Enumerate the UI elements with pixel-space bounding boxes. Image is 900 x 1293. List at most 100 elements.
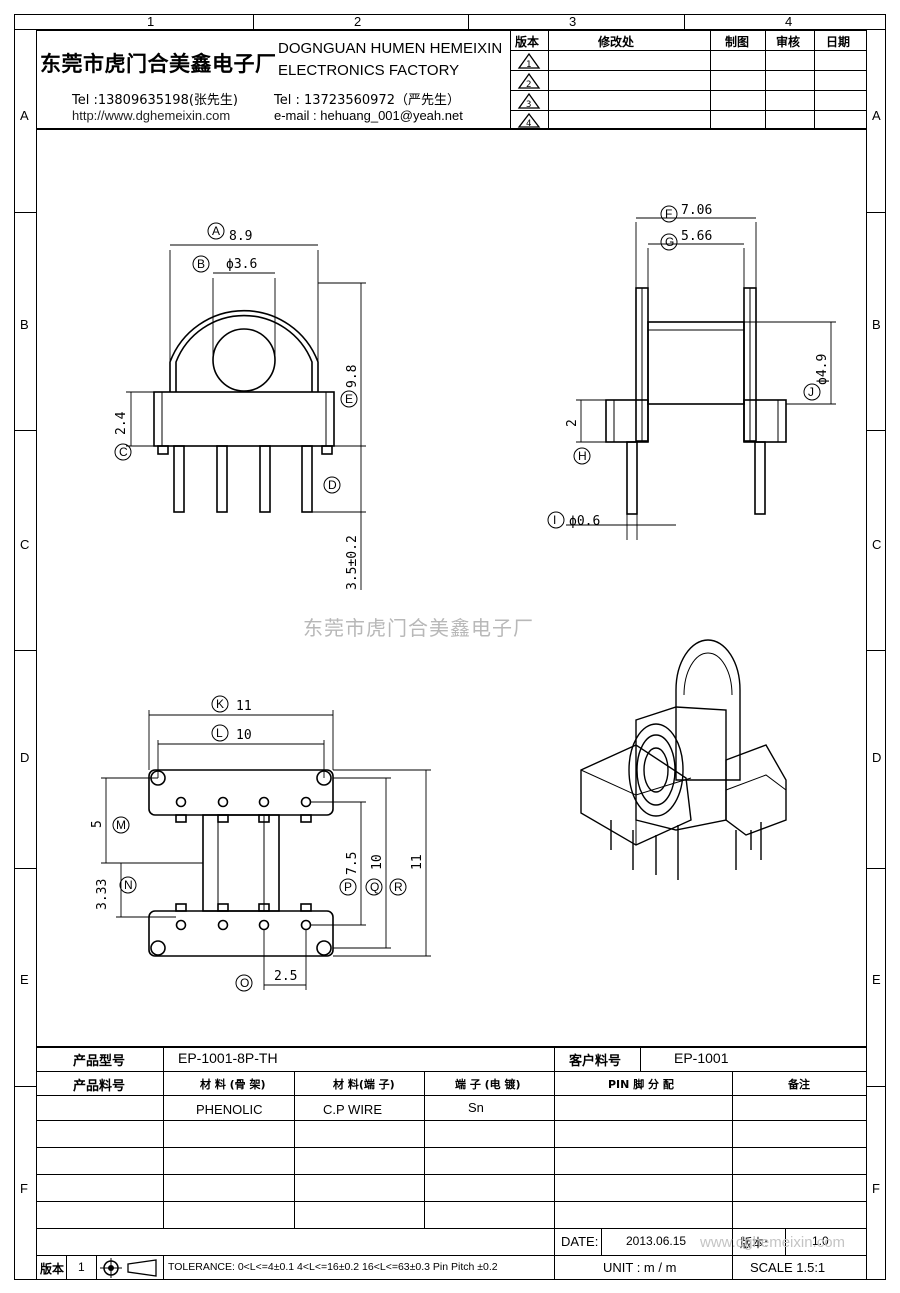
customer-part-label: 客户料号	[569, 1054, 622, 1069]
svg-text:G: G	[665, 235, 674, 249]
top-view	[148, 769, 334, 957]
dim-e-value: 9.8	[345, 365, 360, 388]
svg-text:K: K	[216, 697, 224, 711]
col-bobbin-material: 材 料 (骨 架)	[200, 1078, 266, 1091]
ref-c-label: C	[114, 443, 132, 461]
ref-e-label: E	[340, 390, 358, 408]
version-label: 版本:	[740, 1236, 769, 1250]
contact-tel-1: Tel :13809635198(张先生)	[72, 93, 238, 108]
zone-column-3: 3	[569, 14, 577, 29]
product-part-label: 产品料号	[73, 1079, 126, 1094]
front-view	[153, 309, 335, 513]
svg-text:M: M	[116, 818, 126, 832]
dim-q-value: 10	[370, 854, 385, 870]
zone-row-d-left: D	[20, 750, 30, 765]
unit-note: UNIT : m / m	[603, 1260, 677, 1275]
dim-c-value: 2.4	[114, 411, 129, 435]
svg-text:J: J	[808, 385, 814, 399]
dim-f-value: 7.06	[681, 203, 712, 218]
technical-drawing: 8.9 ϕ3.6 9.8 2.4 3.5±0.2 7.06 5.66 ϕ4.9 …	[90, 203, 836, 992]
ref-h-label: H	[573, 447, 591, 465]
zone-row-c-left: C	[20, 537, 30, 552]
ref-d-label: D	[323, 476, 341, 494]
dim-o-value: 2.5	[274, 969, 297, 984]
dim-i-value: ϕ0.6	[569, 514, 600, 529]
footer-watermark: www.dghemeixin.com	[700, 1234, 846, 1251]
contact-tel-2: Tel : 13723560972（严先生）	[274, 93, 460, 108]
svg-text:B: B	[197, 257, 205, 271]
svg-text:R: R	[394, 880, 403, 894]
dim-k-value: 11	[236, 699, 252, 714]
edition-value: 1	[78, 1260, 85, 1274]
rev-header-date: 日期	[826, 35, 851, 49]
watermark-company-name: 东莞市虎门合美鑫电子厂	[303, 616, 534, 640]
ref-f-label: F	[660, 205, 678, 223]
svg-text:Q: Q	[370, 880, 379, 894]
zone-row-b-right: B	[872, 317, 881, 332]
revision-mark-2: 2	[526, 80, 531, 90]
dim-d-value: 3.5±0.2	[345, 535, 360, 590]
edition-label: 版本	[40, 1262, 65, 1276]
ref-r-label: R	[389, 878, 407, 896]
projection-symbol-icon	[100, 1258, 157, 1278]
date-value: 2013.06.15	[626, 1234, 687, 1248]
zone-row-c-right: C	[872, 537, 882, 552]
dim-g-value: 5.66	[681, 229, 712, 244]
side-view	[605, 287, 787, 515]
dim-n-value: 3.33	[95, 879, 110, 910]
zone-row-e-left: E	[20, 972, 29, 987]
svg-text:I: I	[553, 513, 556, 527]
ref-g-label: G	[660, 233, 678, 251]
revision-mark-1: 1	[526, 60, 531, 70]
zone-row-e-right: E	[872, 972, 881, 987]
col-pin-material: 材 料(端 子)	[333, 1078, 395, 1091]
dim-h-value: 2	[565, 419, 580, 427]
revision-mark-4: 4	[526, 119, 531, 128]
scale-note: SCALE 1.5:1	[750, 1260, 826, 1275]
zone-column-4: 4	[785, 14, 793, 29]
ref-n-label: N	[119, 876, 137, 894]
svg-text:D: D	[328, 478, 337, 492]
zone-column-1: 1	[147, 14, 155, 29]
rev-header-checked: 审核	[776, 35, 801, 49]
product-model-label: 产品型号	[73, 1054, 126, 1069]
svg-text:N: N	[124, 878, 133, 892]
ref-a-label: A	[207, 222, 225, 240]
rev-header-change: 修改处	[598, 35, 635, 49]
contact-email[interactable]: e-mail : hehuang_001@yeah.net	[274, 108, 463, 123]
dim-b-value: ϕ3.6	[226, 257, 257, 272]
website-link[interactable]: http://www.dghemeixin.com	[72, 108, 231, 123]
svg-text:O: O	[240, 976, 249, 990]
dim-r-value: 11	[410, 854, 425, 870]
revision-mark-3: 3	[526, 100, 531, 110]
company-name-en-line2: ELECTRONICS FACTORY	[278, 62, 460, 79]
ref-b-label: B	[192, 255, 210, 273]
col-pin-plating: 端 子 (电 镀)	[455, 1078, 521, 1091]
svg-text:L: L	[216, 726, 223, 740]
svg-text:E: E	[345, 392, 353, 406]
dim-j-value: ϕ4.9	[815, 354, 830, 385]
zone-row-b-left: B	[20, 317, 29, 332]
ref-o-label: O	[235, 974, 253, 992]
rev-header-version: 版本	[515, 35, 540, 49]
dim-a-value: 8.9	[229, 229, 252, 244]
company-name-en-line1: DOGNGUAN HUMEN HEMEIXIN	[278, 40, 503, 57]
dim-l-value: 10	[236, 728, 252, 743]
svg-text:C: C	[119, 445, 128, 459]
bobbin-material-value: PHENOLIC	[196, 1102, 263, 1117]
col-pin-assignment: PIN 脚 分 配	[608, 1078, 674, 1091]
svg-text:F: F	[665, 207, 672, 221]
rev-header-drawn: 制图	[725, 35, 750, 49]
product-model-value: EP-1001-8P-TH	[178, 1050, 278, 1066]
dim-m-value: 5	[90, 820, 105, 828]
ref-q-label: Q	[365, 878, 383, 896]
tolerance-note: TOLERANCE: 0<L<=4±0.1 4<L<=16±0.2 16<L<=…	[168, 1261, 498, 1273]
col-remark: 备注	[788, 1078, 810, 1091]
revision-triangle-icons: 1 2 3 4	[517, 52, 541, 128]
svg-text:H: H	[578, 449, 587, 463]
plating-value: Sn	[468, 1100, 484, 1115]
zone-row-a-left: A	[20, 108, 29, 123]
date-label: DATE:	[561, 1234, 599, 1249]
isometric-view	[580, 639, 787, 880]
ref-j-label: J	[803, 383, 821, 401]
